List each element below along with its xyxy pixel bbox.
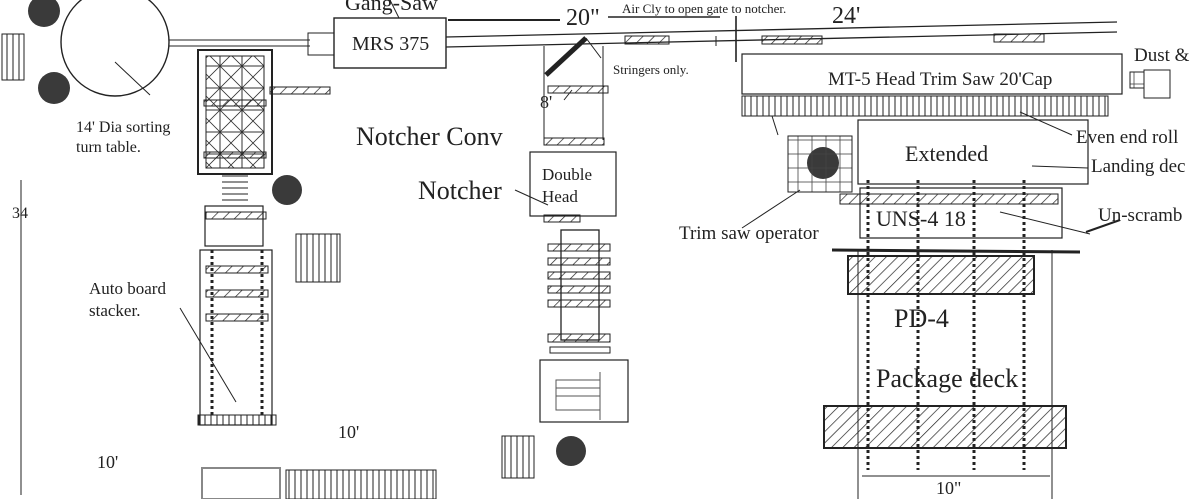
label-auto-board-stacker-line1: Auto board <box>89 279 166 298</box>
gang-saw-unit <box>307 0 447 69</box>
extended-landing-deck <box>741 119 1089 229</box>
notcher-gate <box>543 36 609 146</box>
label-even-end-roll: Even end roll <box>1076 127 1179 148</box>
main-top-conveyor <box>445 16 1118 62</box>
label-double-head-line1: Double <box>542 165 593 184</box>
label-air-cly: Air Cly to open gate to notcher. <box>622 1 787 16</box>
lower-notcher-conveyor <box>501 229 629 479</box>
label-landing-deck: Landing dec <box>1091 156 1186 177</box>
label-pd4: PD-4 <box>894 304 949 333</box>
label-extended: Extended <box>905 141 989 166</box>
label-gang-saw: Gang-Saw <box>345 0 438 15</box>
label-unscrambler: Un-scramb <box>1098 205 1183 226</box>
sorting-turntable <box>60 0 310 97</box>
uns4-unscrambler <box>859 187 1121 239</box>
label-dust: Dust & <box>1134 45 1190 66</box>
label-trim-saw-operator: Trim saw operator <box>679 223 819 244</box>
label-dim-10-ft-mid: 10' <box>338 422 360 442</box>
label-notcher: Notcher <box>418 176 502 205</box>
label-mrs-375: MRS 375 <box>352 33 430 55</box>
label-dim-10-ft-left: 10' <box>97 452 119 472</box>
label-auto-board-stacker-line2: stacker. <box>89 301 141 320</box>
left-roller-stack <box>1 33 25 81</box>
pd4-package-deck <box>823 180 1081 499</box>
operator-circle-top-left <box>28 0 60 27</box>
label-stringers-only: Stringers only. <box>613 62 689 77</box>
auto-board-stacker <box>179 249 437 499</box>
double-head-notcher <box>514 151 617 223</box>
label-dim-8-ft: 8' <box>540 92 553 112</box>
label-dim-24-ft: 24' <box>832 3 861 29</box>
label-dim-34: 34 <box>12 205 28 222</box>
stacker-feed-column <box>197 49 341 283</box>
label-mt5-trim-saw: MT-5 Head Trim Saw 20'Cap <box>828 69 1053 90</box>
operator-circle-left <box>38 72 70 104</box>
label-sorting-table-line2: turn table. <box>76 139 141 156</box>
label-double-head-line2: Head <box>542 187 578 206</box>
label-dim-10-inch-bottom: 10" <box>936 478 962 498</box>
label-notcher-conv: Notcher Conv <box>356 122 503 151</box>
mt5-trim-saw <box>741 53 1171 136</box>
operator-circle-stacker <box>272 175 302 205</box>
label-dim-20-inch: 20" <box>566 5 600 31</box>
label-package-deck: Package deck <box>876 364 1019 393</box>
label-sorting-table-line1: 14' Dia sorting <box>76 119 171 136</box>
label-uns4: UNS-4 18 <box>876 206 966 231</box>
operator-circle-bottom <box>556 436 586 466</box>
